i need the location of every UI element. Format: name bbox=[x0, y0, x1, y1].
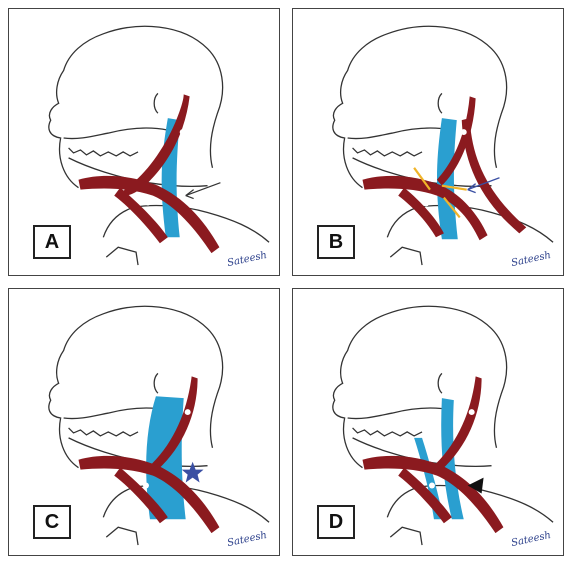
external-jugular-vein bbox=[441, 398, 464, 520]
muscle-marker-lower bbox=[143, 482, 149, 489]
omohyoid-muscle bbox=[398, 187, 444, 238]
muscle-marker-lower bbox=[423, 200, 429, 207]
muscle-marker-upper bbox=[468, 409, 475, 416]
sternocleidomastoid-muscle bbox=[436, 96, 476, 186]
sternocleidomastoid-muscle bbox=[120, 94, 190, 197]
muscle-marker-upper bbox=[179, 129, 186, 136]
omohyoid-muscle bbox=[114, 467, 168, 524]
muscle-marker-upper bbox=[184, 409, 191, 416]
neck-anatomy-illustration-a bbox=[48, 25, 270, 266]
omohyoid-muscle bbox=[114, 187, 168, 244]
muscle-marker-lower bbox=[428, 482, 435, 489]
digastric-muscle bbox=[362, 175, 488, 241]
accessory-muscle-band bbox=[461, 118, 527, 234]
muscle-marker-lower bbox=[144, 199, 151, 206]
panel-d: D Sateesh bbox=[292, 288, 564, 556]
panel-c: C Sateesh bbox=[8, 288, 280, 556]
pointer-arrow-icon bbox=[185, 182, 221, 200]
panel-a: A Sateesh bbox=[8, 8, 280, 276]
neck-anatomy-illustration-b bbox=[332, 25, 554, 266]
panel-label: C bbox=[33, 505, 71, 539]
panel-b: B Sateesh bbox=[292, 8, 564, 276]
omohyoid-muscle bbox=[398, 467, 452, 524]
blue-arrow-icon bbox=[467, 177, 500, 194]
digastric-muscle bbox=[362, 455, 504, 534]
digastric-muscle bbox=[78, 175, 220, 254]
neck-anatomy-illustration-c bbox=[48, 305, 270, 546]
yellow-indicator-lines bbox=[413, 167, 467, 219]
panel-label: B bbox=[317, 225, 355, 259]
muscle-marker-upper bbox=[460, 129, 467, 136]
panel-label: A bbox=[33, 225, 71, 259]
digastric-muscle bbox=[78, 455, 220, 534]
star-icon bbox=[181, 461, 204, 483]
sternocleidomastoid-muscle bbox=[151, 376, 198, 470]
arrowhead-icon bbox=[467, 477, 484, 494]
panel-label: D bbox=[317, 505, 355, 539]
sternocleidomastoid-muscle bbox=[435, 376, 482, 470]
neck-anatomy-illustration-d bbox=[332, 305, 554, 546]
